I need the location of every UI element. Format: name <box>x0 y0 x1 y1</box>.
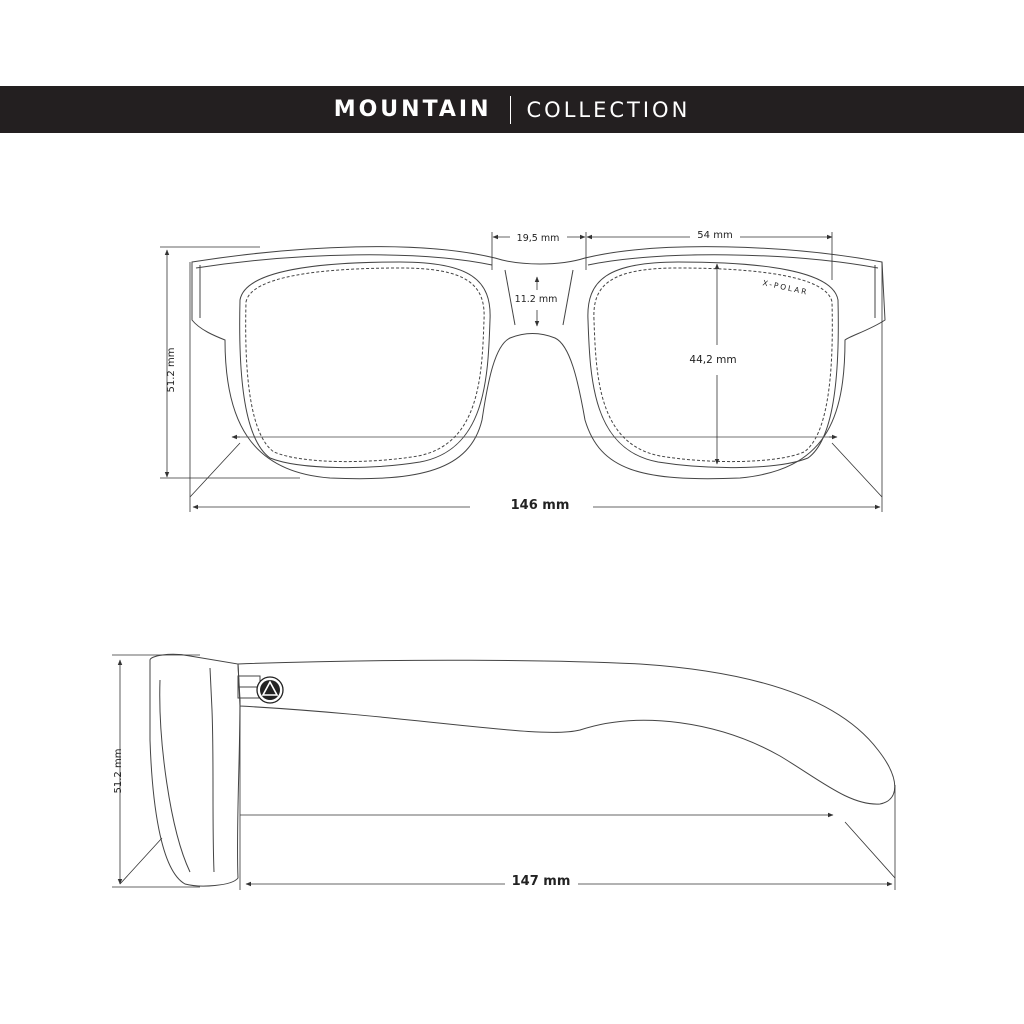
frame-height-label: 51.2 mm <box>166 348 177 393</box>
lens-width-label: 54 mm <box>697 230 732 241</box>
side-view <box>149 653 896 887</box>
side-frame-profile <box>149 653 241 887</box>
temple-length-label: 147 mm <box>512 874 571 889</box>
side-dimensions <box>112 654 896 890</box>
side-frame-height-label: 51.2 mm <box>113 749 124 794</box>
bridge-width-label: 19,5 mm <box>517 233 560 244</box>
collection-name: MOUNTAIN <box>333 97 492 122</box>
header-banner: MOUNTAIN COLLECTION <box>0 86 1024 133</box>
total-width-label: 146 mm <box>511 498 570 513</box>
collection-label: COLLECTION <box>526 97 691 122</box>
bridge-height-label: 11.2 mm <box>515 294 558 305</box>
front-dimensions <box>160 232 883 512</box>
temple-arm <box>237 659 896 805</box>
left-lens-outline <box>239 261 491 469</box>
brand-emblem-icon <box>256 676 284 704</box>
banner-divider <box>509 95 511 124</box>
front-frame-outline <box>191 246 886 480</box>
right-lens-outline <box>587 261 839 469</box>
lens-brand-logo: X-POLAR <box>762 278 809 296</box>
front-view <box>191 246 886 480</box>
lens-height-label: 44,2 mm <box>689 354 736 366</box>
